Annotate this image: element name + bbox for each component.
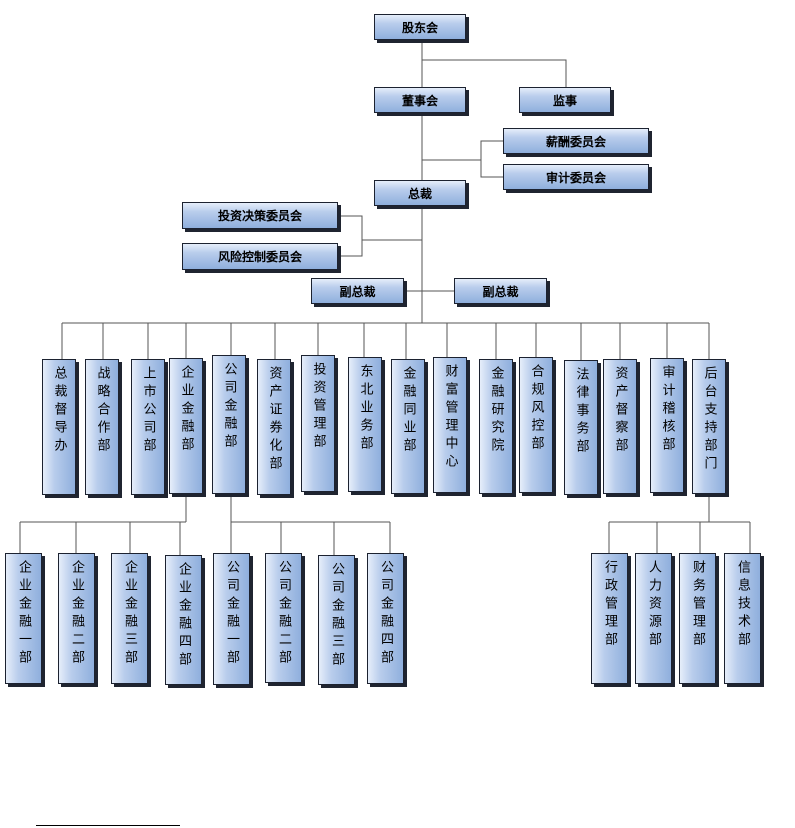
- footnote-rule: [36, 825, 180, 826]
- dept-asset-supervision: 资产督察部: [603, 359, 637, 494]
- investment-committee-node: 投资决策委员会: [182, 202, 338, 229]
- dept-president-office: 总裁督导办: [42, 359, 76, 495]
- audit-committee-node: 审计委员会: [503, 164, 649, 190]
- corporate-sub-2: 公司金融二部: [265, 553, 302, 683]
- dept-investment-mgmt: 投资管理部: [301, 355, 335, 492]
- president-node: 总裁: [374, 180, 466, 206]
- enterprise-sub-4: 企业金融四部: [165, 555, 202, 685]
- dept-strategy: 战略合作部: [85, 359, 119, 495]
- vp-right-node: 副总裁: [454, 278, 547, 304]
- dept-wealth-mgmt: 财富管理中心: [433, 357, 467, 493]
- compensation-committee-node: 薪酬委员会: [503, 128, 649, 154]
- backoffice-sub-finance: 财务管理部: [679, 553, 716, 684]
- board-node: 董事会: [374, 87, 466, 113]
- dept-audit: 审计稽核部: [650, 358, 684, 493]
- vp-left-node: 副总裁: [311, 278, 404, 304]
- backoffice-sub-hr: 人力资源部: [635, 553, 672, 684]
- dept-securitization: 资产证券化部: [257, 359, 291, 495]
- dept-compliance: 合规风控部: [519, 357, 553, 493]
- dept-research: 金融研究院: [479, 359, 513, 494]
- dept-back-office: 后台支持部门: [692, 359, 726, 494]
- corporate-sub-3: 公司金融三部: [318, 555, 355, 685]
- dept-enterprise-finance: 企业金融部: [169, 358, 203, 494]
- backoffice-sub-admin: 行政管理部: [591, 553, 628, 684]
- enterprise-sub-2: 企业金融二部: [58, 553, 95, 684]
- corporate-sub-4: 公司金融四部: [367, 553, 404, 684]
- dept-listed-company: 上市公司部: [131, 359, 165, 495]
- backoffice-sub-it: 信息技术部: [724, 553, 761, 684]
- dept-northeast: 东北业务部: [348, 357, 382, 492]
- supervisor-node: 监事: [519, 87, 611, 113]
- enterprise-sub-1: 企业金融一部: [5, 553, 42, 684]
- enterprise-sub-3: 企业金融三部: [111, 553, 148, 684]
- dept-legal: 法律事务部: [564, 360, 598, 495]
- dept-corporate-finance: 公司金融部: [212, 355, 246, 494]
- dept-interbank: 金融同业部: [391, 359, 425, 494]
- shareholders-node: 股东会: [374, 14, 466, 40]
- risk-committee-node: 风险控制委员会: [182, 243, 338, 270]
- corporate-sub-1: 公司金融一部: [213, 553, 250, 685]
